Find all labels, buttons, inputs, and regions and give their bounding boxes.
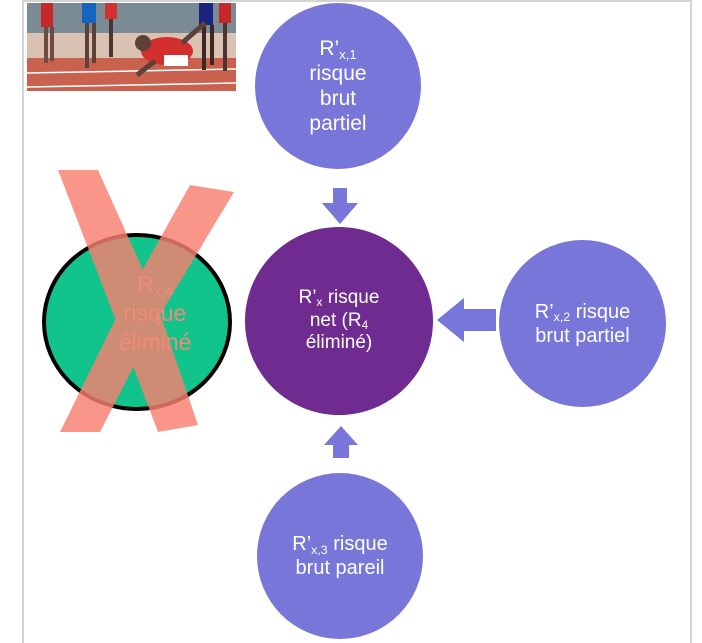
- bottom-symbol: R’: [292, 533, 312, 555]
- bottom-line-1: risque: [333, 533, 388, 555]
- node-top-partial-risk: R’x,1 risque brut partiel: [255, 3, 421, 169]
- top-line-2: brut: [319, 87, 357, 110]
- eliminated-symbol: R: [137, 271, 154, 297]
- center-subscript: x: [316, 296, 323, 310]
- eliminated-subscript: x,4: [153, 284, 173, 301]
- frame-right-border: [690, 0, 692, 643]
- center-symbol: R’: [298, 286, 317, 308]
- bottom-subscript: x,3: [311, 542, 328, 557]
- eliminated-line-2: éliminé: [118, 328, 192, 355]
- up-arrow: [324, 426, 358, 458]
- frame-left-border: [22, 0, 24, 643]
- right-symbol: R’: [534, 300, 554, 323]
- top-subscript: x,1: [339, 46, 357, 62]
- frame-top-border: [22, 0, 692, 2]
- node-right-partial-risk: R’x,2 risque brut partiel: [499, 240, 666, 407]
- center-line-3: éliminé): [305, 332, 373, 354]
- eliminated-risk-label: Rx,4 risque éliminé: [100, 270, 210, 356]
- right-line-1: risque: [575, 300, 631, 323]
- center-line-2-subscript: 4: [361, 319, 369, 333]
- top-symbol: R’: [319, 36, 340, 60]
- top-line-3: partiel: [309, 112, 367, 136]
- node-center-net-risk: R’x risque net (R4 éliminé): [245, 227, 433, 415]
- node-bottom-similar-risk: R’x,3 risque brut pareil: [257, 473, 423, 639]
- right-line-2: brut partiel: [535, 324, 630, 347]
- top-line-1: risque: [309, 61, 367, 85]
- center-line-2: net (R: [309, 309, 362, 331]
- left-arrow: [437, 298, 496, 342]
- down-arrow: [322, 188, 358, 224]
- eliminated-risk-graphic: [42, 170, 234, 432]
- center-line-1: risque: [327, 286, 380, 308]
- bottom-line-2: brut pareil: [295, 557, 385, 579]
- right-subscript: x,2: [553, 310, 571, 325]
- eliminated-line-1: risque: [123, 299, 187, 326]
- sprinters-falling-photo: [27, 3, 236, 91]
